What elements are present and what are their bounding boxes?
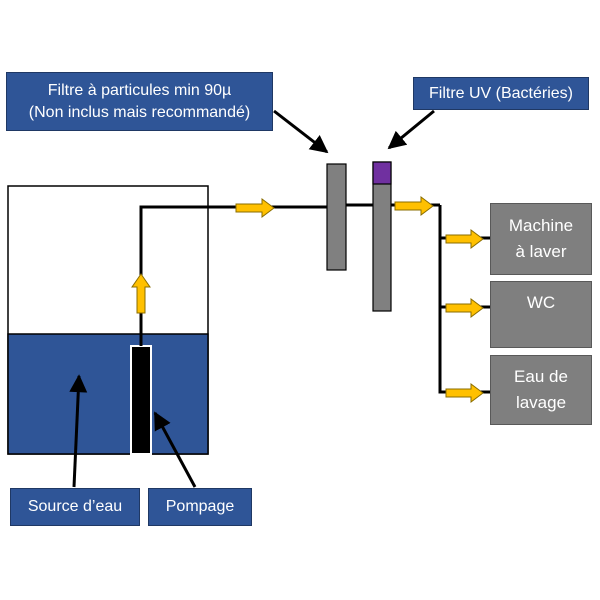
wc-box: WC	[490, 281, 592, 348]
washing-machine-line2: à laver	[515, 242, 567, 261]
washing-water-box: Eau de lavage	[490, 355, 592, 425]
flow-arrow-up	[131, 273, 151, 314]
flow-arrow-to-filter	[235, 198, 275, 218]
pumping-label: Pompage	[148, 488, 252, 526]
callout-particle-arrow	[273, 109, 329, 154]
washing-water-line1: Eau de	[514, 367, 568, 386]
water-body	[7, 333, 209, 455]
particle-filter-label: Filtre à particules min 90µ (Non inclus …	[6, 72, 273, 131]
flow-arrow-after-uv	[394, 196, 434, 216]
washing-machine-box: Machine à laver	[490, 203, 592, 275]
washing-water-line2: lavage	[515, 393, 567, 412]
water-source-label: Source d’eau	[10, 488, 140, 526]
particle-filter-label-line2: (Non inclus mais recommandé)	[28, 103, 251, 121]
pump	[130, 345, 152, 455]
flow-arrow-machine	[445, 229, 484, 249]
distribution-pipe	[438, 205, 490, 394]
particle-filter	[326, 163, 347, 271]
washing-machine-line1: Machine	[508, 216, 574, 235]
callout-uv-arrow	[387, 109, 435, 150]
uv-filter-label: Filtre UV (Bactéries)	[413, 77, 589, 110]
flow-arrow-wc	[445, 298, 484, 318]
uv-lamp-cap	[372, 161, 392, 185]
callout-source-arrow	[69, 374, 88, 488]
wc-label: WC	[526, 293, 556, 312]
callout-pump-arrow	[153, 411, 197, 488]
particle-filter-label-line1: Filtre à particules min 90µ	[47, 81, 232, 99]
flow-arrow-washing	[445, 383, 484, 403]
